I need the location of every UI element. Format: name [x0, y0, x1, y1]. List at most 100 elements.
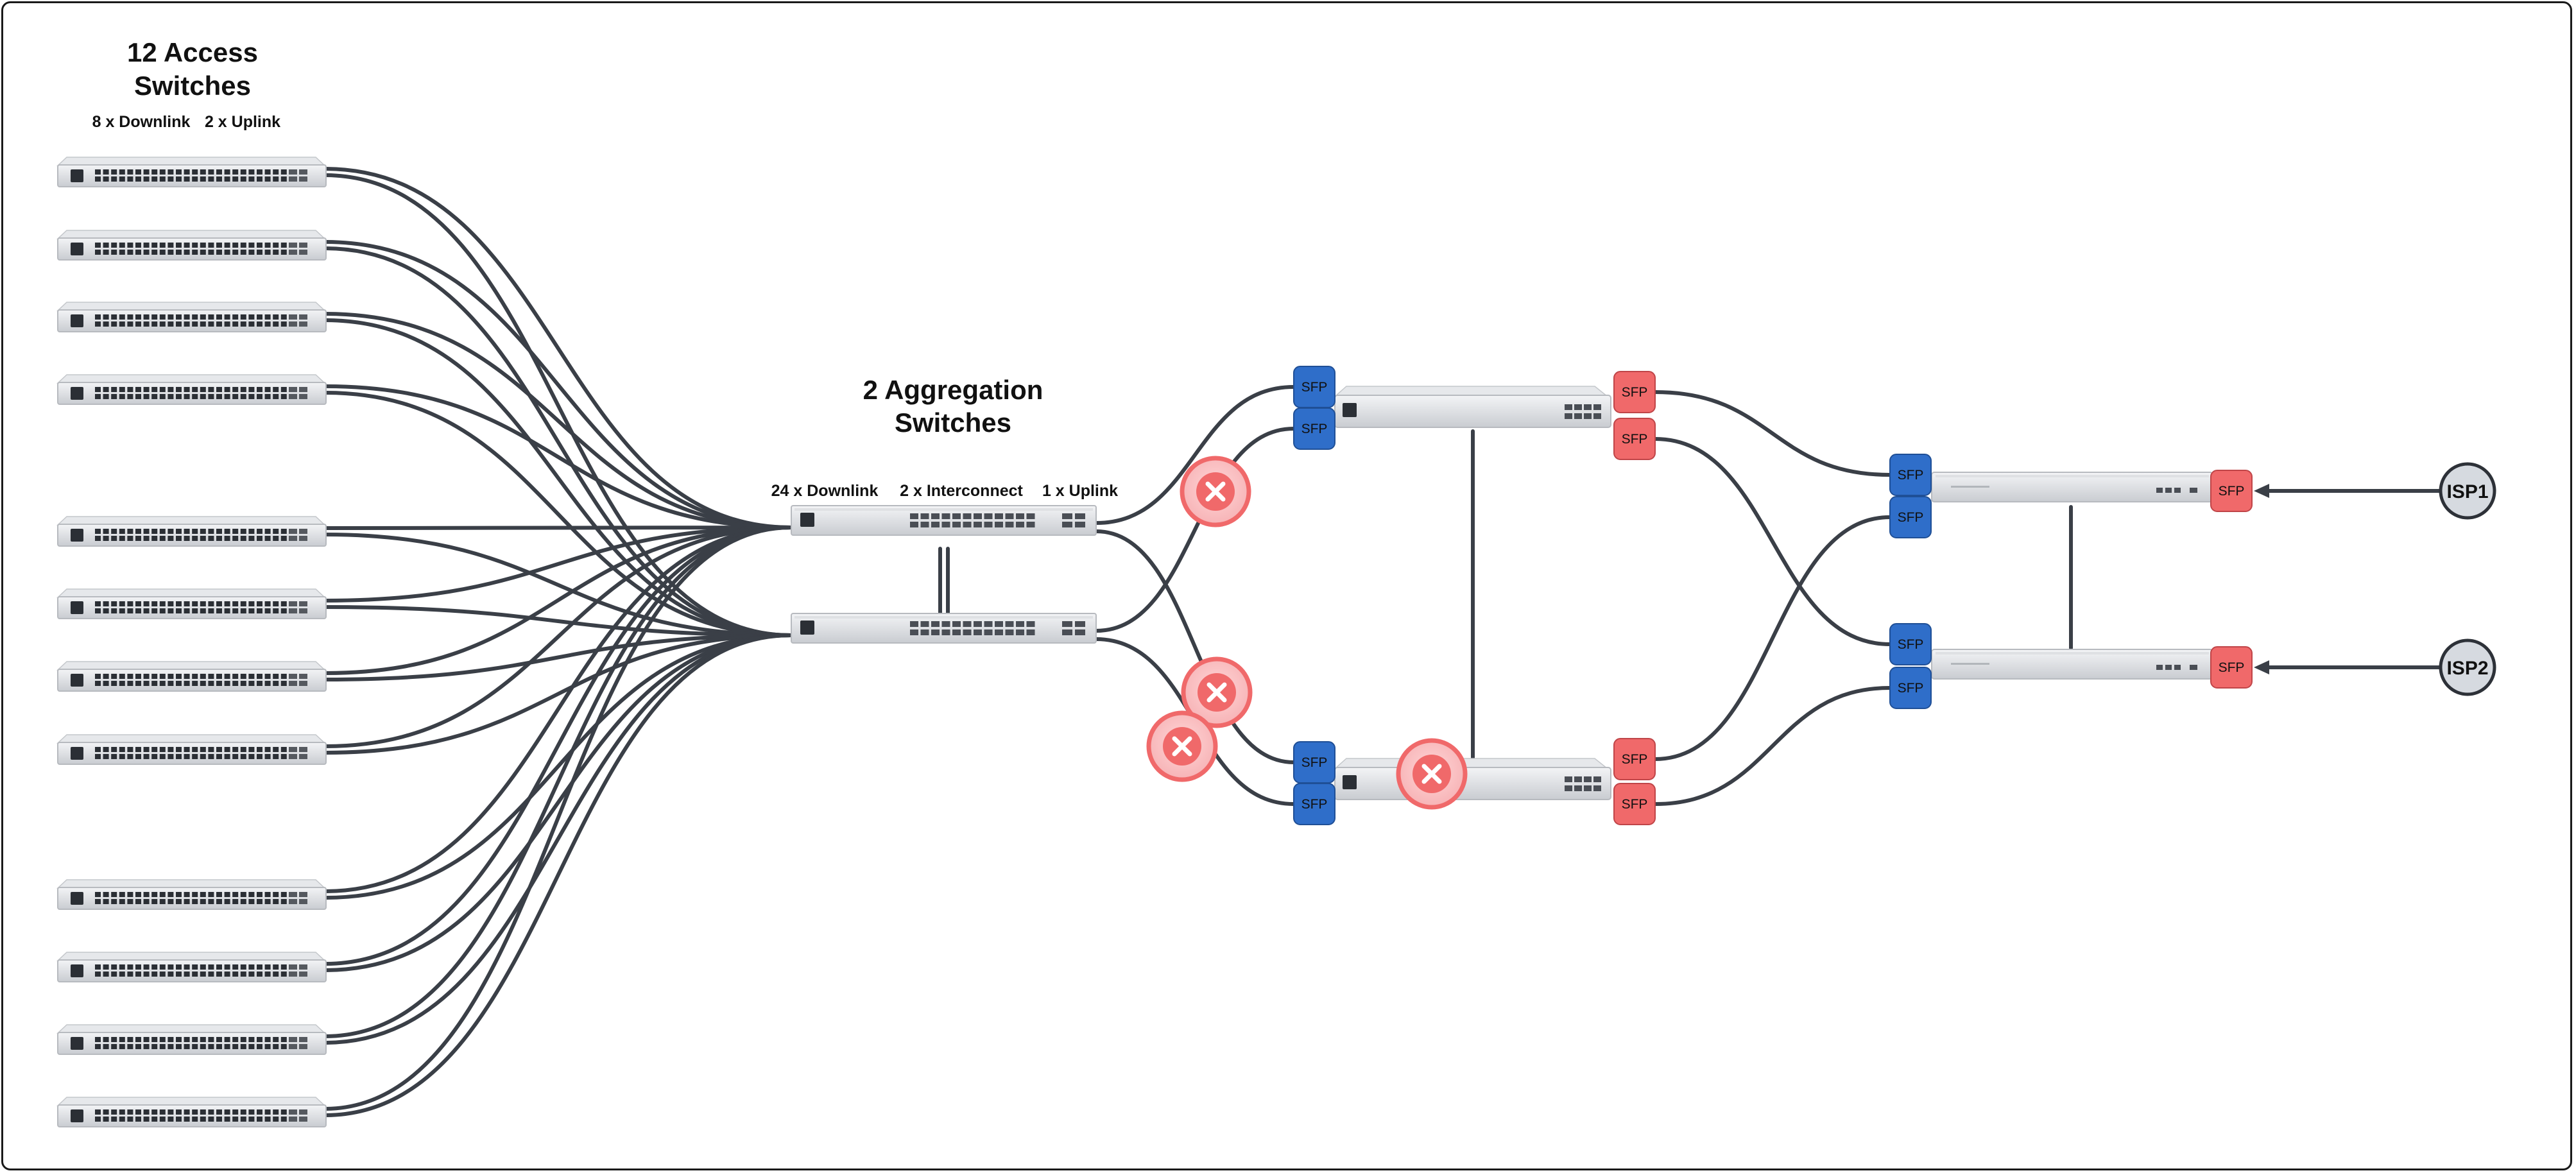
ethernet-port-icon — [184, 536, 190, 541]
ethernet-port-icon — [167, 169, 174, 175]
sfp-module-c1r2[interactable]: SFP — [1613, 418, 1656, 460]
ethernet-port-icon — [2174, 488, 2181, 493]
ethernet-port-icon — [273, 608, 279, 613]
switch-chassis — [57, 959, 327, 982]
ethernet-port-icon — [264, 1037, 271, 1042]
ethernet-port-icon — [192, 314, 198, 320]
ethernet-port-icon — [111, 1037, 117, 1042]
access-switch[interactable] — [56, 516, 327, 547]
sfp-module-g2b2[interactable]: SFP — [1889, 667, 1932, 709]
sfp-module-g2b1[interactable]: SFP — [1889, 623, 1932, 665]
ethernet-port-icon — [248, 169, 255, 175]
ethernet-port-icon — [264, 169, 271, 175]
uplink-port-icon — [289, 747, 297, 752]
ethernet-port-icon — [143, 387, 150, 392]
ethernet-port-icon — [143, 1037, 150, 1042]
sfp-label: SFP — [1301, 755, 1328, 770]
sfp-port-icon — [963, 522, 972, 527]
ethernet-port-icon — [119, 394, 125, 399]
ethernet-port-icon — [111, 387, 117, 392]
access-switch[interactable] — [56, 661, 327, 692]
ethernet-port-icon — [143, 176, 150, 182]
uplink-port-icon — [299, 1109, 307, 1115]
ethernet-port-icon — [240, 394, 246, 399]
ethernet-port-icon — [200, 1037, 206, 1042]
sfp-port-icon — [1016, 513, 1024, 519]
ethernet-port-icon — [176, 250, 182, 255]
uplink-port-icon — [289, 176, 297, 182]
blocked-link-marker[interactable] — [1146, 710, 1218, 782]
sfp-module-c2r2[interactable]: SFP — [1613, 783, 1656, 825]
access-switch[interactable] — [56, 374, 327, 405]
access-title-line1: 12 Access — [127, 37, 258, 67]
ethernet-port-icon — [280, 1109, 287, 1115]
blocked-link-marker[interactable] — [1181, 656, 1253, 728]
agg1-core1-cable — [1094, 385, 1296, 525]
access-switch[interactable] — [56, 952, 327, 982]
sfp-port-icon — [1005, 513, 1014, 519]
sfp-module-c2b2[interactable]: SFP — [1293, 783, 1335, 825]
ethernet-port-icon — [273, 681, 279, 686]
ethernet-port-icon — [119, 529, 125, 534]
ethernet-port-icon — [240, 674, 246, 679]
gateway-1[interactable] — [1931, 472, 2213, 502]
sfp-module-c1b1[interactable]: SFP — [1293, 366, 1335, 408]
access-switch[interactable] — [56, 302, 327, 332]
sfp-module-g1r[interactable]: SFP — [2210, 470, 2253, 512]
ethernet-port-icon — [257, 314, 262, 320]
access-switch[interactable] — [56, 879, 327, 910]
ethernet-port-icon — [167, 754, 174, 759]
ethernet-port-icon — [248, 892, 255, 897]
sfp-port-icon — [984, 621, 993, 627]
sfp-module-c1b2[interactable]: SFP — [1293, 407, 1335, 450]
aggregation-switch-2[interactable] — [791, 613, 1097, 644]
ethernet-port-icon — [264, 892, 271, 897]
gateway-2[interactable] — [1931, 649, 2213, 680]
aggregation-switch-1[interactable] — [791, 505, 1097, 536]
ethernet-port-icon — [232, 1044, 239, 1049]
switch-logo-icon — [1343, 403, 1357, 417]
ethernet-port-icon — [280, 176, 287, 182]
ethernet-port-icon — [2174, 665, 2181, 670]
access-switch[interactable] — [56, 1024, 327, 1055]
sfp-port-icon — [995, 513, 1003, 519]
ethernet-port-icon — [232, 321, 239, 327]
ethernet-port-icon — [224, 1117, 230, 1122]
ethernet-port-icon — [95, 314, 101, 320]
access-switch[interactable] — [56, 1097, 327, 1127]
sfp-module-g1b2[interactable]: SFP — [1889, 496, 1932, 538]
sfp-module-c1r1[interactable]: SFP — [1613, 371, 1656, 413]
sfp-module-c2r1[interactable]: SFP — [1613, 738, 1656, 780]
ethernet-port-icon — [111, 169, 117, 175]
core-switch-1[interactable] — [1334, 386, 1611, 428]
access-uplink-cable — [323, 526, 793, 530]
access-switch[interactable] — [56, 157, 327, 187]
core-switch-2[interactable] — [1334, 758, 1611, 800]
ethernet-port-icon — [192, 972, 198, 977]
access-switch[interactable] — [56, 734, 327, 765]
ethernet-port-icon — [224, 243, 230, 248]
sfp-module-c2b1[interactable]: SFP — [1293, 741, 1335, 783]
sfp-module-g2r[interactable]: SFP — [2210, 646, 2253, 689]
switch-logo-icon — [71, 1037, 83, 1050]
isp1-node[interactable]: ISP1 — [2439, 462, 2496, 520]
access-uplink-cable — [323, 633, 793, 972]
agg-uplink-label: 1 x Uplink — [1042, 482, 1118, 500]
ethernet-port-icon — [2156, 665, 2163, 670]
isp2-node[interactable]: ISP2 — [2439, 638, 2496, 696]
switch-logo-icon — [1343, 775, 1357, 789]
ethernet-port-icon — [135, 754, 141, 759]
blocked-link-marker[interactable] — [1396, 738, 1468, 810]
ethernet-port-icon — [159, 321, 166, 327]
ethernet-port-icon — [159, 529, 166, 534]
access-switch[interactable] — [56, 588, 327, 619]
ethernet-port-icon — [240, 321, 246, 327]
ethernet-port-icon — [1584, 785, 1592, 791]
ethernet-port-icon — [184, 176, 190, 182]
switch-logo-icon — [71, 601, 83, 614]
blocked-link-marker[interactable] — [1180, 456, 1251, 527]
uplink-port-icon — [299, 321, 307, 327]
ethernet-port-icon — [240, 387, 246, 392]
access-switch[interactable] — [56, 230, 327, 261]
sfp-module-g1b1[interactable]: SFP — [1889, 454, 1932, 496]
